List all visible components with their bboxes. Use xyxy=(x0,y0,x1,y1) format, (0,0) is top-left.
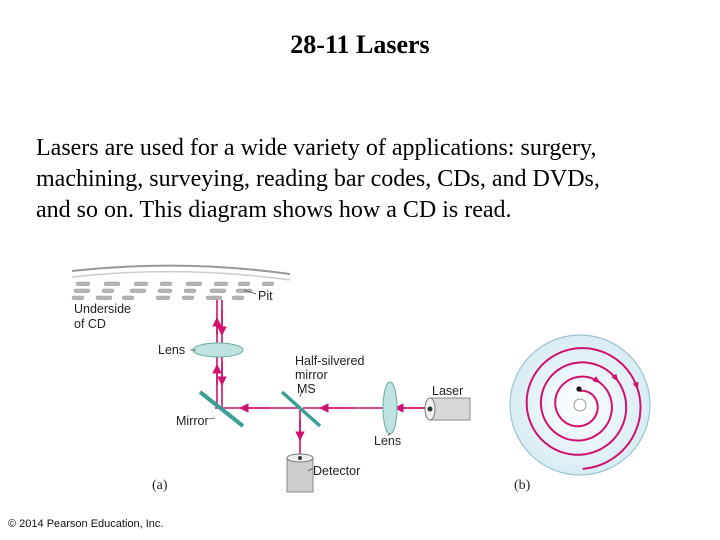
label-mirror: Mirror xyxy=(176,414,209,428)
label-lens-top: Lens xyxy=(158,343,185,357)
leader-lines xyxy=(190,289,391,472)
cd-pits xyxy=(71,281,275,300)
cd-pit xyxy=(181,295,195,300)
cd-pit xyxy=(95,295,113,300)
cd-underside xyxy=(71,264,291,300)
laser-source xyxy=(424,397,471,421)
cd-pit xyxy=(75,281,91,286)
copyright-notice: © 2014 Pearson Education, Inc. xyxy=(8,518,164,530)
top-lens xyxy=(192,342,244,358)
cd-pit xyxy=(209,288,227,293)
cd-pit xyxy=(71,295,85,300)
label-underside-1: Underside xyxy=(74,302,131,316)
caption-a: (a) xyxy=(152,478,168,493)
label-half-silvered-1: Half-silvered xyxy=(295,354,365,368)
cd-pit xyxy=(101,288,115,293)
mirror xyxy=(198,390,245,428)
spiral-arrowhead xyxy=(632,381,639,391)
cd-pit xyxy=(133,281,149,286)
spiral-arrowhead xyxy=(592,376,601,384)
cd-disc-spiral xyxy=(509,334,651,476)
spiral-arrowhead xyxy=(611,373,619,382)
slide-title: 28-11 Lasers xyxy=(290,30,430,59)
body-line-2: machining, surveying, reading bar codes,… xyxy=(36,166,600,192)
cd-pit xyxy=(121,295,135,300)
cd-pit xyxy=(157,288,173,293)
cd-pit xyxy=(261,281,275,286)
slide-body-text: Lasers are used for a wide variety of ap… xyxy=(36,133,706,226)
cd-pit xyxy=(205,295,223,300)
cd-pit xyxy=(129,288,147,293)
cd-pit xyxy=(73,288,91,293)
body-line-3: and so on. This diagram shows how a CD i… xyxy=(36,197,512,223)
right-lens xyxy=(382,381,398,435)
detector xyxy=(286,453,314,493)
cd-pit xyxy=(185,281,203,286)
label-pit: Pit xyxy=(258,289,273,303)
label-half-silvered-2: mirror xyxy=(295,368,328,382)
cd-pit xyxy=(159,281,173,286)
label-underside-2: of CD xyxy=(74,317,106,331)
label-ms: MS xyxy=(297,382,316,396)
cd-pit xyxy=(103,281,121,286)
label-detector: Detector xyxy=(313,464,360,478)
body-line-1: Lasers are used for a wide variety of ap… xyxy=(36,135,597,161)
cd-pit xyxy=(237,281,251,286)
caption-b: (b) xyxy=(514,478,531,493)
cd-pit xyxy=(231,295,245,300)
label-lens-right: Lens xyxy=(374,434,401,448)
label-laser: Laser xyxy=(432,384,463,398)
cd-pit xyxy=(155,295,171,300)
cd-pit xyxy=(183,288,197,293)
cd-pit xyxy=(213,281,229,286)
half-silvered-mirror xyxy=(280,390,322,428)
